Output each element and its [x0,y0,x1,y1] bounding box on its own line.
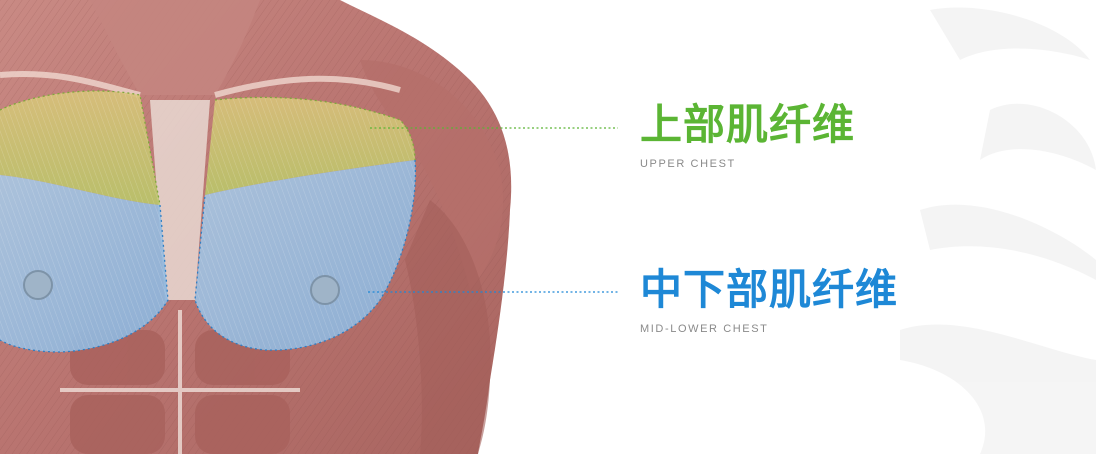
nipple-left [23,270,53,300]
neck [90,0,260,95]
nipple-right [310,275,340,305]
mid-lower-chest-title: 中下部肌纤维 [640,265,899,314]
deltoid [360,60,504,290]
mid-lower-chest-label: 中下部肌纤维 MID-LOWER CHEST [640,265,899,336]
upper-chest-title: 上部肌纤维 [640,100,856,149]
upper-chest-region [0,90,415,205]
upper-chest-label: 上部肌纤维 UPPER CHEST [640,100,856,171]
abdominal-tendons [60,310,300,454]
sternum [150,100,210,300]
upper-chest-subtitle: UPPER CHEST [640,158,736,170]
abdominals [70,330,290,454]
region-outlines [0,90,417,353]
upper-arm [405,200,491,454]
background-brush-strokes [900,7,1096,454]
mid-lower-chest-region [0,160,416,352]
clavicle-left [0,71,141,98]
clavicle-right [214,75,401,98]
mid-lower-chest-subtitle: MID-LOWER CHEST [640,323,769,335]
